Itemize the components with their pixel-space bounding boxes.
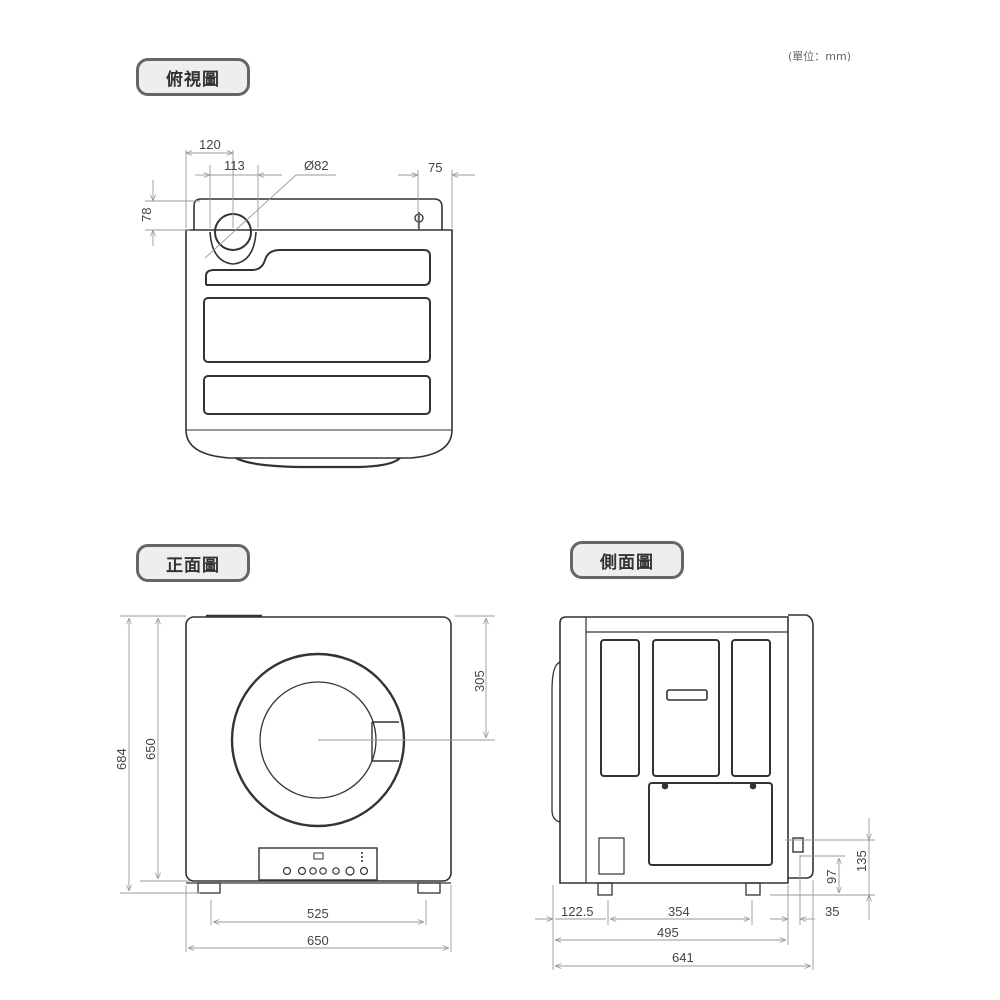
dim-354: 354	[668, 904, 690, 919]
dim-113: 113	[224, 158, 245, 173]
side-view-label: 側面圖	[570, 541, 684, 579]
top-view-label: 俯視圖	[136, 58, 250, 96]
front-view-drawing	[185, 614, 452, 894]
unit-note: (單位：mm)	[788, 50, 852, 63]
top-view-dimensions	[145, 150, 475, 259]
dim-650-width: 650	[307, 933, 329, 948]
dim-78: 78	[139, 208, 154, 222]
dim-135: 135	[854, 850, 869, 872]
side-view-drawing	[551, 614, 814, 896]
dim-650-height: 650	[143, 738, 158, 760]
front-view-dimensions	[120, 615, 495, 952]
top-view-label-text: 俯視圖	[166, 69, 220, 90]
dim-305: 305	[472, 670, 487, 692]
side-view-label-text: 側面圖	[600, 552, 654, 573]
dim-75: 75	[428, 160, 442, 175]
dim-684: 684	[114, 748, 129, 770]
dim-120: 120	[199, 137, 221, 152]
dim-97: 97	[824, 870, 839, 884]
front-view-label: 正面圖	[136, 544, 250, 582]
dim-495: 495	[657, 925, 679, 940]
front-view-label-text: 正面圖	[166, 555, 220, 576]
dim-phi82: Ø82	[304, 158, 329, 173]
dim-122-5: 122.5	[561, 904, 594, 919]
dim-525: 525	[307, 906, 329, 921]
dim-641: 641	[672, 950, 694, 965]
dim-35: 35	[825, 904, 839, 919]
side-view-dimensions	[535, 818, 875, 970]
